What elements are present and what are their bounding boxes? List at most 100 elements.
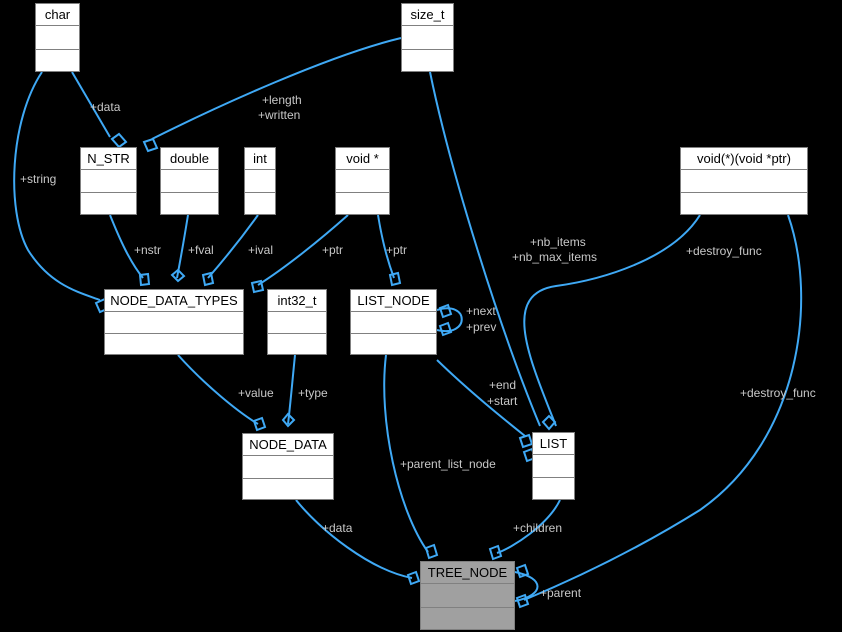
class-attributes-compartment-int32 (268, 312, 326, 334)
class-attributes-compartment-ndt (105, 312, 243, 334)
class-box-int32[interactable]: int32_t (267, 289, 327, 355)
class-box-listnode[interactable]: LIST_NODE (350, 289, 437, 355)
class-title-voidptr: void * (336, 148, 389, 170)
class-box-size_t[interactable]: size_t (401, 3, 454, 72)
class-attributes-compartment-list (533, 455, 574, 478)
edge-voidptr-to-ndt (257, 214, 349, 286)
lbl-start: +start (487, 394, 518, 408)
class-attributes-compartment-nodedata (243, 456, 333, 479)
class-attributes-compartment-int (245, 170, 275, 193)
edge-listnode-to-treenode (383, 354, 429, 553)
class-methods-compartment-treenode (421, 608, 514, 631)
lbl-ival: +ival (248, 243, 274, 257)
class-attributes-compartment-char (36, 26, 79, 50)
edge-funcptr-to-list (523, 214, 701, 427)
class-box-ndt[interactable]: NODE_DATA_TYPES (104, 289, 244, 355)
diamond-nstr-ndt (138, 272, 151, 287)
edge-list-to-treenode (496, 499, 561, 554)
lbl-fval: +fval (188, 243, 214, 257)
edge-char-to-n_str (71, 71, 111, 138)
lbl-data: +data (90, 100, 121, 114)
class-title-ndt: NODE_DATA_TYPES (105, 290, 243, 312)
class-box-treenode[interactable]: TREE_NODE (420, 561, 515, 630)
class-methods-compartment-int (245, 193, 275, 216)
class-title-char: char (36, 4, 79, 26)
diamond-char-data (110, 132, 128, 149)
class-methods-compartment-listnode (351, 334, 436, 356)
diamond-nodedata-tree (406, 570, 421, 586)
edge-tree-self-parent (514, 571, 539, 602)
class-box-funcptr[interactable]: void(*)(void *ptr) (680, 147, 808, 215)
class-box-list[interactable]: LIST (532, 432, 575, 500)
edge-char-to-ndt (13, 71, 101, 301)
edge-voidptr-to-listnode (377, 214, 395, 279)
lbl-written: +written (258, 108, 301, 122)
class-box-n_str[interactable]: N_STR (80, 147, 137, 215)
edge-listnode-to-list (436, 359, 526, 437)
lbl-children: +children (513, 521, 563, 535)
diamond-listnode-list (518, 433, 534, 449)
edge-ndt-to-nodedata (177, 354, 259, 425)
class-attributes-compartment-voidptr (336, 170, 389, 193)
class-methods-compartment-double (161, 193, 218, 216)
class-title-int32: int32_t (268, 290, 326, 312)
diamond-sizet-list (541, 414, 557, 431)
edge-size_t-to-n_str (151, 37, 402, 140)
edges-group (13, 37, 803, 601)
lbl-parent: +parent (540, 586, 582, 600)
lbl-nb-max-items: +nb_max_items (512, 250, 598, 264)
lbl-ptr-1: +ptr (322, 243, 344, 257)
class-attributes-compartment-funcptr (681, 170, 807, 193)
aggregation-diamonds-group (94, 132, 557, 609)
class-box-char[interactable]: char (35, 3, 80, 72)
class-methods-compartment-int32 (268, 334, 326, 356)
class-title-int: int (245, 148, 275, 170)
class-attributes-compartment-n_str (81, 170, 136, 193)
lbl-next: +next (466, 304, 496, 318)
class-box-int[interactable]: int (244, 147, 276, 215)
class-methods-compartment-size_t (402, 50, 453, 73)
class-methods-compartment-ndt (105, 334, 243, 356)
edge-n_str-to-ndt (109, 214, 144, 279)
lbl-nb-items: +nb_items (530, 235, 586, 249)
lbl-length: +length (262, 93, 302, 107)
class-title-nodedata: NODE_DATA (243, 434, 333, 456)
class-box-double[interactable]: double (160, 147, 219, 215)
class-title-size_t: size_t (402, 4, 453, 26)
class-box-nodedata[interactable]: NODE_DATA (242, 433, 334, 500)
class-title-funcptr: void(*)(void *ptr) (681, 148, 807, 170)
lbl-value: +value (238, 386, 274, 400)
diamond-tree-parent-top (515, 563, 530, 579)
lbl-prev: +prev (466, 320, 497, 334)
lbl-data-2: +data (322, 521, 353, 535)
lbl-nstr: +nstr (134, 243, 162, 257)
class-title-list: LIST (533, 433, 574, 455)
diamond-int-ndt (201, 271, 215, 287)
diamond-listnode-tree (424, 543, 439, 560)
class-box-voidptr[interactable]: void * (335, 147, 390, 215)
edge-nodedata-to-treenode (295, 499, 413, 579)
edge-listnode-to-listnode (436, 307, 463, 333)
diamond-sizet-nstr (142, 137, 159, 153)
diamond-double-ndt (170, 268, 186, 283)
class-methods-compartment-list (533, 478, 574, 501)
class-attributes-compartment-treenode (421, 584, 514, 608)
class-methods-compartment-char (36, 50, 79, 73)
class-title-listnode: LIST_NODE (351, 290, 436, 312)
class-title-n_str: N_STR (81, 148, 136, 170)
class-attributes-compartment-double (161, 170, 218, 193)
class-methods-compartment-nodedata (243, 479, 333, 501)
lbl-end: +end (489, 378, 517, 392)
class-methods-compartment-n_str (81, 193, 136, 216)
edge-funcptr-to-treenode (523, 214, 803, 601)
class-title-double: double (161, 148, 218, 170)
diamond-tree-parent-bottom (515, 593, 530, 609)
diamond-listnode-next (438, 303, 453, 319)
class-title-treenode: TREE_NODE (421, 562, 514, 584)
edge-size_t-to-list (429, 71, 541, 427)
diamond-voidptr-ndt (250, 279, 265, 294)
diamond-list-tree (488, 544, 503, 561)
class-methods-compartment-funcptr (681, 193, 807, 216)
